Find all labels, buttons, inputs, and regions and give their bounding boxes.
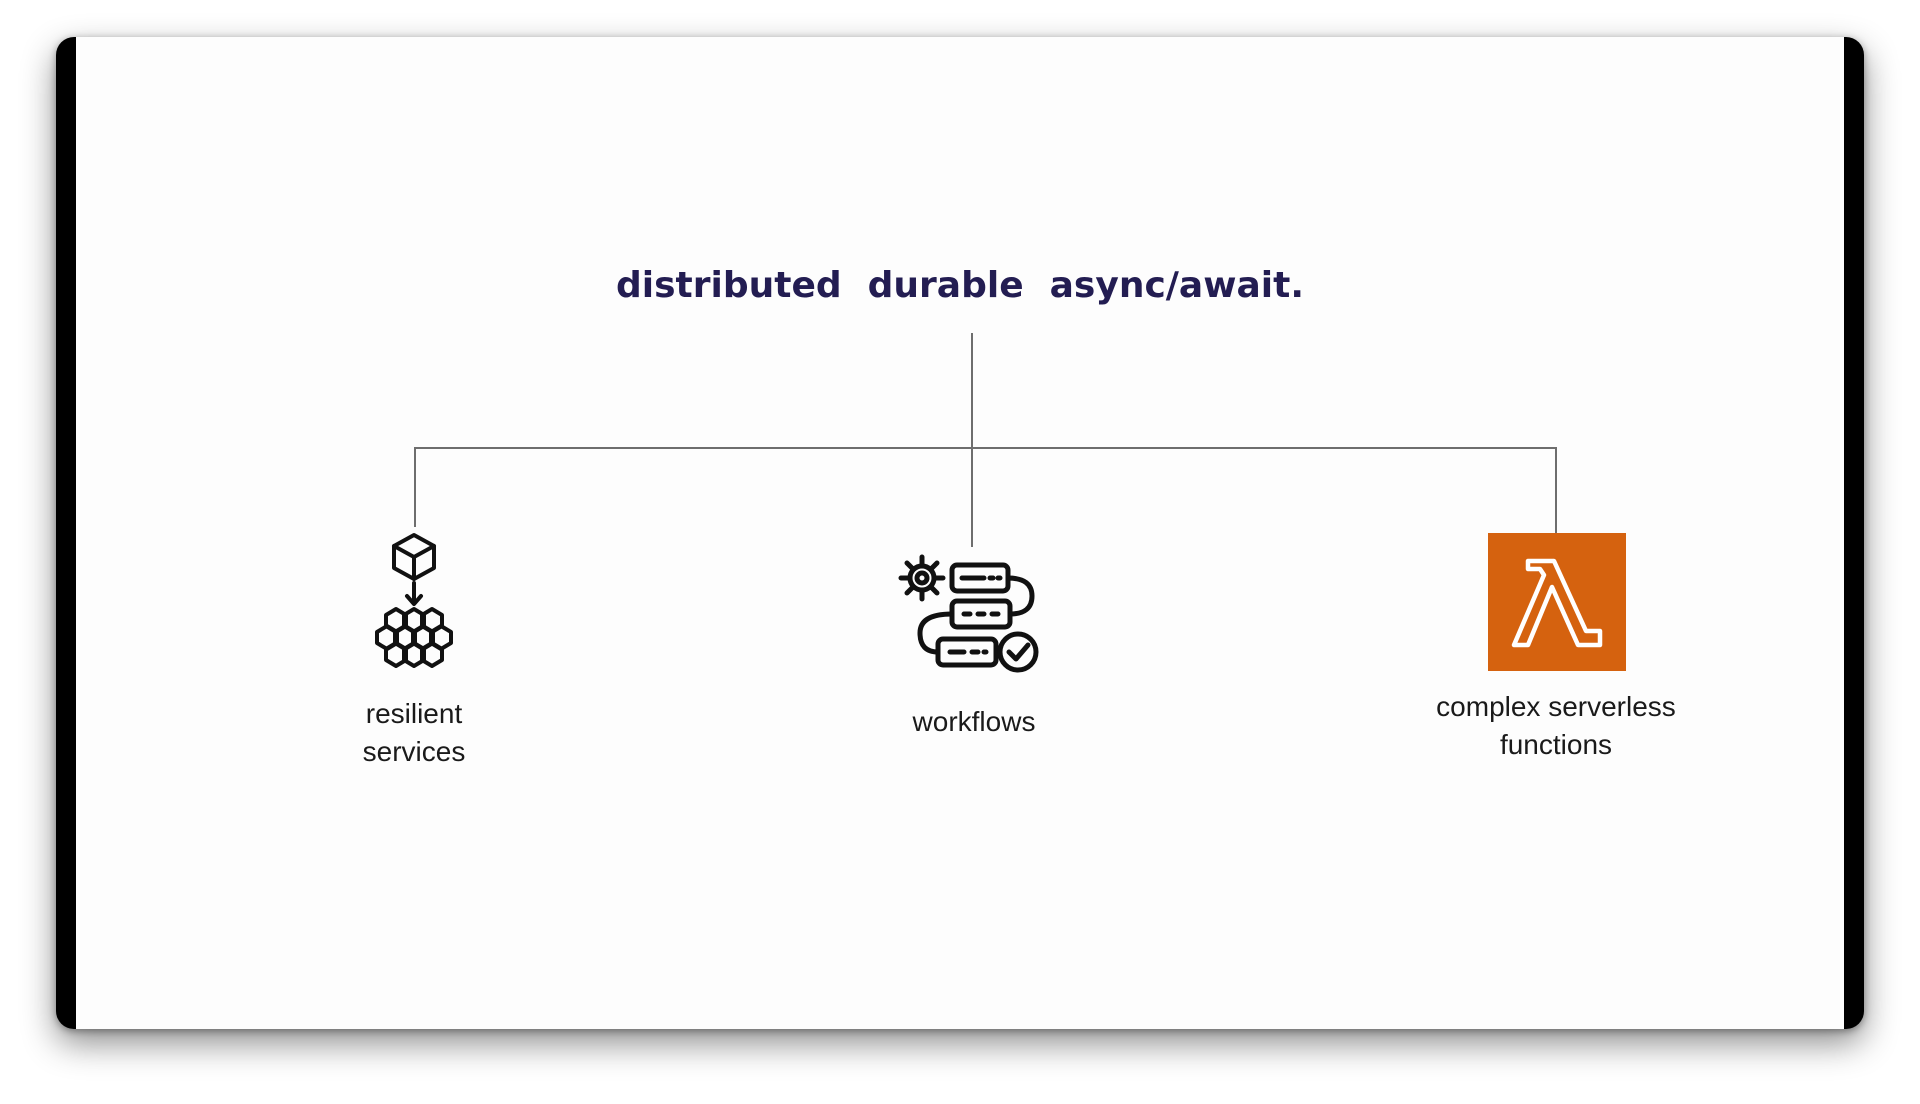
node-label-line: workflows [912, 706, 1036, 737]
node-label-line: functions [1499, 729, 1613, 760]
connector-title-stem [971, 333, 973, 448]
node-label-line: complex serverless [1436, 691, 1676, 722]
aws-lambda-icon [1488, 533, 1626, 671]
connector-horizontal-bar [414, 447, 1557, 449]
connector-left-drop [414, 447, 416, 527]
title-word-durable: durable [867, 265, 1024, 306]
connector-right-drop [1555, 447, 1557, 535]
node-label-resilient-services: resilient services [314, 695, 514, 771]
node-label-line: services [362, 736, 466, 767]
cube-into-cube-cluster-icon [375, 533, 453, 668]
node-label-line: resilient [365, 698, 463, 729]
title-word-distributed: distributed [616, 265, 842, 306]
slide-title: distributed durable async/await. [76, 265, 1844, 306]
node-label-workflows: workflows [874, 703, 1074, 741]
workflow-steps-icon [898, 554, 1039, 673]
node-label-complex-serverless-functions: complex serverless functions [1406, 688, 1706, 764]
title-word-async-await: async/await. [1049, 265, 1304, 306]
connector-middle-drop [971, 447, 973, 547]
